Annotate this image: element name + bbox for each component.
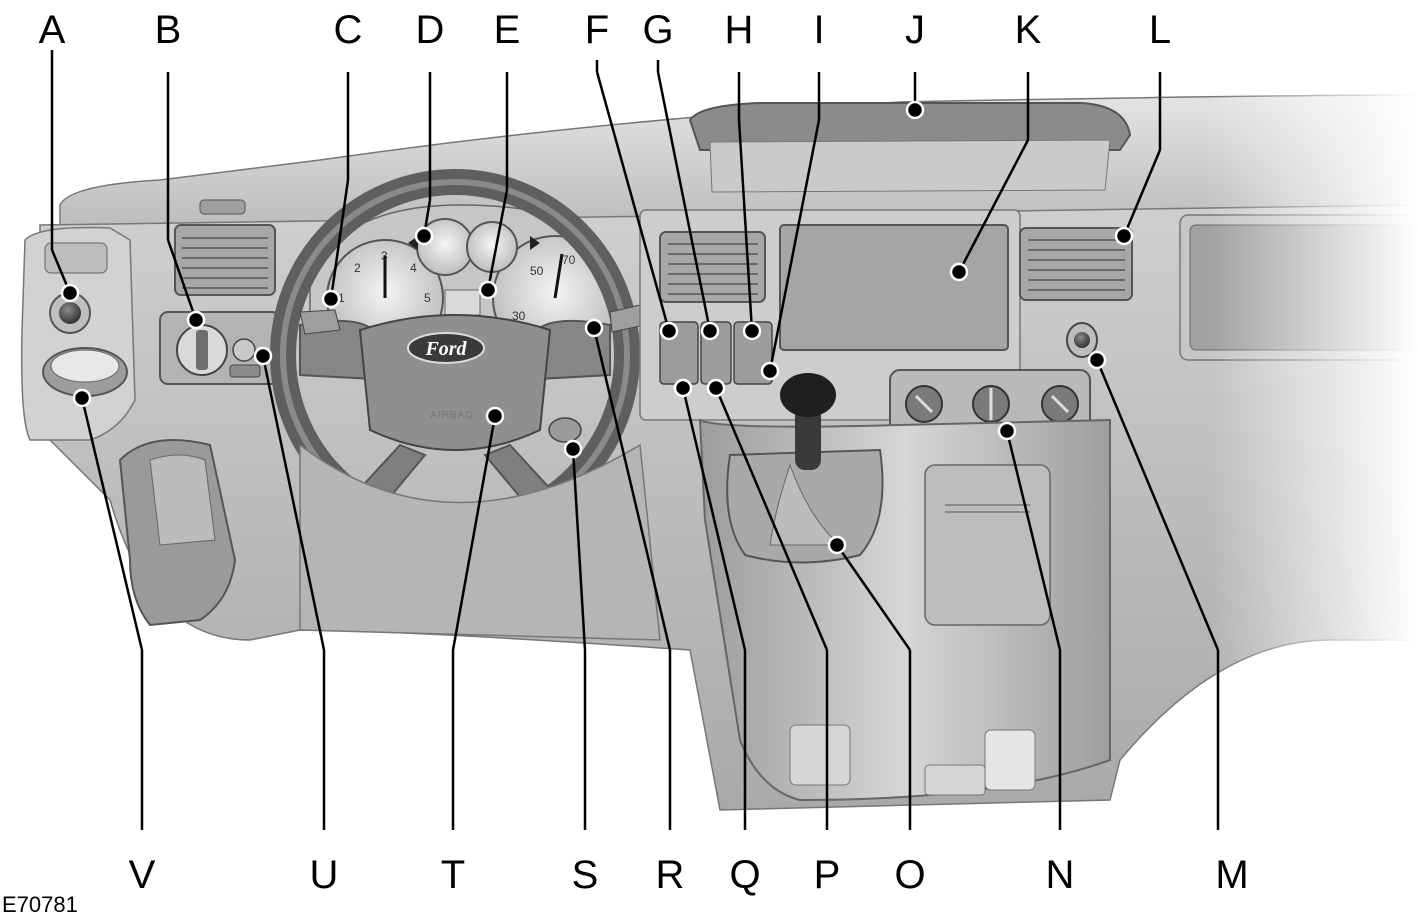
marker-b	[186, 310, 206, 330]
marker-g	[700, 321, 720, 341]
tach-tick-3: 3	[381, 249, 388, 263]
callout-label-n: N	[1046, 853, 1075, 897]
callout-label-g: G	[642, 8, 673, 52]
marker-p	[706, 378, 726, 398]
callout-label-p: P	[814, 853, 841, 897]
callout-label-j: J	[905, 8, 925, 52]
marker-l	[1114, 226, 1134, 246]
marker-s	[563, 439, 583, 459]
airbag-label: AIRBAG	[430, 410, 474, 421]
marker-h	[742, 321, 762, 341]
callout-markers	[60, 100, 1134, 555]
callout-label-t: T	[441, 853, 465, 897]
callout-label-k: K	[1015, 8, 1042, 52]
marker-m	[1087, 350, 1107, 370]
callout-label-a: A	[39, 8, 66, 52]
dashboard-artwork: 1 2 3 4 5 30 50 70 Ford AIRBAG	[20, 80, 1418, 811]
callout-label-o: O	[894, 853, 925, 897]
callout-label-h: H	[725, 8, 754, 52]
callout-label-f: F	[585, 8, 609, 52]
tach-tick-4: 4	[410, 261, 417, 275]
marker-t	[485, 406, 505, 426]
speed-tick-50: 50	[530, 264, 544, 278]
marker-k	[949, 262, 969, 282]
marker-n	[997, 421, 1017, 441]
callout-label-q: Q	[729, 853, 760, 897]
marker-j	[905, 100, 925, 120]
marker-d	[414, 226, 434, 246]
callout-label-b: B	[155, 8, 182, 52]
tach-tick-5: 5	[424, 291, 431, 305]
speed-tick-30: 30	[512, 309, 526, 323]
callout-label-m: M	[1215, 853, 1248, 897]
callout-label-c: C	[334, 8, 363, 52]
marker-q	[673, 378, 693, 398]
callout-label-s: S	[572, 853, 599, 897]
marker-e	[478, 280, 498, 300]
callout-label-u: U	[310, 853, 339, 897]
callout-label-d: D	[416, 8, 445, 52]
callout-label-r: R	[656, 853, 685, 897]
callout-labels-bottom: V U T S R Q P O N M	[129, 853, 1249, 897]
marker-c	[321, 289, 341, 309]
figure-code: E70781	[2, 892, 78, 917]
callout-label-l: L	[1149, 8, 1171, 52]
marker-v	[72, 388, 92, 408]
tach-tick-2: 2	[354, 261, 361, 275]
marker-i	[760, 361, 780, 381]
ford-badge: Ford	[424, 338, 467, 360]
callout-labels-top: A B C D E F G H I J K L	[39, 8, 1171, 52]
marker-r	[584, 318, 604, 338]
callout-label-i: I	[813, 8, 824, 52]
speed-tick-70: 70	[562, 253, 576, 267]
callout-leaders-bottom	[80, 327, 1220, 830]
callout-label-e: E	[494, 8, 521, 52]
tach-tick-1: 1	[338, 291, 345, 305]
marker-o	[827, 535, 847, 555]
marker-f	[659, 321, 679, 341]
callout-label-v: V	[129, 853, 156, 897]
marker-a	[60, 283, 80, 303]
marker-u	[253, 346, 273, 366]
